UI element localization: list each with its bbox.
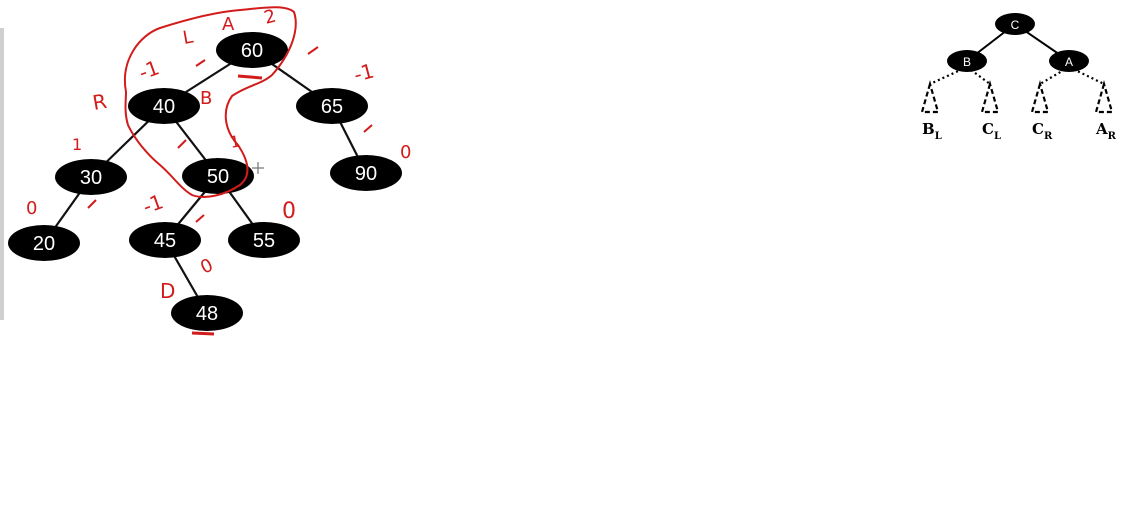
subtree-cr: CR bbox=[1030, 79, 1053, 142]
tree-node-label: 65 bbox=[321, 96, 343, 118]
letter-a: A bbox=[222, 14, 235, 35]
tree-node-shape bbox=[182, 158, 254, 194]
tree-node-20: 20 bbox=[8, 225, 80, 261]
subtree-label-base: C bbox=[982, 120, 994, 138]
red-tick-40-50 bbox=[177, 139, 187, 149]
tree-node-45: 45 bbox=[129, 222, 201, 258]
subtree-triangle-icon bbox=[1094, 79, 1114, 114]
tree-node-50: 50 bbox=[182, 158, 254, 194]
red-underline-48 bbox=[191, 331, 215, 336]
red-tick-right bbox=[307, 46, 319, 55]
tree-node-label: 55 bbox=[253, 230, 275, 252]
balance-factor-30: 1 bbox=[72, 135, 82, 154]
tree-node-label: 48 bbox=[196, 303, 218, 325]
tree-node-60: 60 bbox=[216, 32, 288, 68]
subtree-label-subscript: L bbox=[994, 131, 1001, 142]
red-tick-30 bbox=[87, 199, 97, 209]
balance-factor-65: -1 bbox=[351, 58, 376, 86]
rotation-node-b: B bbox=[947, 50, 987, 72]
subtree-ar: AR bbox=[1094, 79, 1117, 142]
tree-node-shape bbox=[296, 88, 368, 124]
balance-factor-20: 0 bbox=[26, 198, 37, 219]
balance-factor-50: 1 bbox=[228, 131, 241, 151]
letter-b: B bbox=[200, 88, 212, 109]
subtree-label: BL bbox=[922, 120, 942, 142]
subtree-label-subscript: R bbox=[1044, 131, 1053, 142]
letter-r: R bbox=[91, 89, 109, 115]
subtree-label-base: C bbox=[1032, 120, 1044, 138]
rotation-node-a: A bbox=[1049, 50, 1089, 72]
red-lasso-outline bbox=[123, 6, 297, 198]
tree-node-55: 55 bbox=[228, 222, 300, 258]
rotation-node-label: C bbox=[1011, 18, 1020, 32]
tree-node-label: 45 bbox=[154, 230, 176, 252]
tree-node-label: 40 bbox=[153, 96, 175, 118]
balance-factor-90: 0 bbox=[400, 142, 411, 163]
tree-node-label: 50 bbox=[207, 166, 229, 188]
red-tick-45 bbox=[195, 214, 205, 223]
tree-node-shape bbox=[128, 88, 200, 124]
tree-node-65: 65 bbox=[296, 88, 368, 124]
balance-factor-60: 2 bbox=[262, 6, 278, 29]
balance-factor-40: -1 bbox=[136, 55, 163, 84]
tree-node-shape bbox=[55, 159, 127, 195]
subtree-label: AR bbox=[1095, 120, 1117, 142]
subtree-label-subscript: R bbox=[1108, 131, 1117, 142]
subtree-triangle-icon bbox=[1030, 79, 1050, 114]
rotation-node-shape bbox=[995, 13, 1035, 35]
rotation-node-label: B bbox=[963, 55, 971, 69]
tree-node-shape bbox=[8, 225, 80, 261]
rotation-node-c: C bbox=[995, 13, 1035, 35]
tree-node-shape bbox=[171, 295, 243, 331]
red-underline-60 bbox=[237, 74, 263, 80]
tree-node-shape bbox=[330, 155, 402, 191]
tree-node-label: 30 bbox=[80, 167, 102, 189]
subtree-label: CR bbox=[1032, 120, 1053, 142]
balance-factor-55: 0 bbox=[282, 199, 296, 224]
letter-l: L bbox=[181, 27, 195, 49]
subtree-label: CL bbox=[982, 120, 1001, 142]
subtree-cl: CL bbox=[980, 79, 1001, 142]
tree-node-label: 60 bbox=[241, 40, 263, 62]
subtree-label-subscript: L bbox=[935, 131, 942, 142]
tree-node-label: 20 bbox=[33, 233, 55, 255]
tree-nodes: 60 40 65 30 50 90 20 45 55 48 bbox=[8, 32, 402, 331]
tree-node-shape bbox=[228, 222, 300, 258]
tree-node-40: 40 bbox=[128, 88, 200, 124]
cursor-crosshair-icon bbox=[252, 162, 264, 174]
subtree-triangle-icon bbox=[980, 79, 1000, 114]
rotation-node-shape bbox=[947, 50, 987, 72]
subtree-triangle-icon bbox=[920, 79, 940, 114]
letter-d: D bbox=[160, 279, 175, 303]
balance-factor-45: -1 bbox=[140, 189, 167, 218]
red-tick-60 bbox=[195, 59, 206, 67]
balance-factor-48: 0 bbox=[197, 255, 216, 279]
tree-node-shape bbox=[129, 222, 201, 258]
subtree-bl: BL bbox=[920, 79, 942, 142]
tree-node-label: 90 bbox=[355, 163, 377, 185]
red-tick-65 bbox=[363, 124, 373, 133]
rotation-node-label: A bbox=[1065, 55, 1073, 69]
tree-node-30: 30 bbox=[55, 159, 127, 195]
tree-node-48: 48 bbox=[171, 295, 243, 331]
subtree-label-base: B bbox=[922, 120, 935, 138]
tree-node-shape bbox=[216, 32, 288, 68]
rotation-diagram-nodes: C B A bbox=[947, 13, 1089, 72]
left-edge-bar bbox=[0, 28, 4, 320]
tree-node-90: 90 bbox=[330, 155, 402, 191]
rotation-node-shape bbox=[1049, 50, 1089, 72]
subtree-label-base: A bbox=[1095, 120, 1108, 138]
